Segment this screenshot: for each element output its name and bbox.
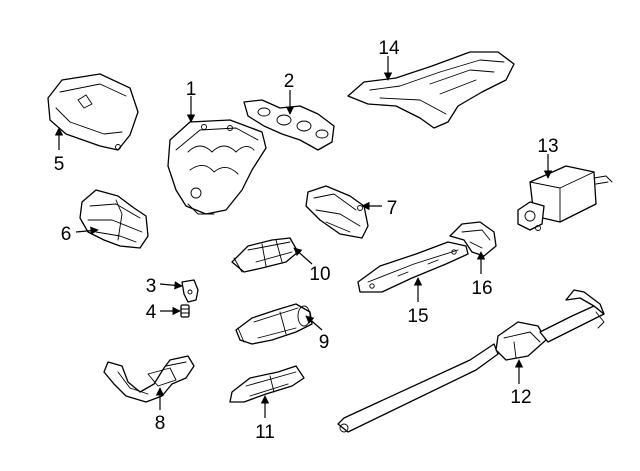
part-8-front-pipe — [103, 355, 195, 403]
part-2-manifold-gasket — [243, 99, 335, 151]
part-10-front-catalytic-converter — [231, 237, 299, 273]
part-3-bracket — [181, 279, 199, 303]
callout-5: 5 — [54, 154, 65, 175]
part-16-small-heat-shield — [449, 221, 497, 257]
part-15-heat-shield-bracket — [357, 241, 469, 293]
part-6-lower-heat-shield — [79, 189, 149, 249]
leader-lines — [54, 56, 553, 418]
part-7-converter-heat-shield — [305, 185, 369, 239]
part-13-muffler — [517, 165, 613, 231]
part-4-bolt — [180, 304, 190, 318]
callout-11: 11 — [255, 422, 275, 443]
part-9-rear-catalytic-converter — [235, 303, 313, 345]
part-1-exhaust-manifold — [167, 119, 267, 215]
leader-10 — [293, 247, 313, 265]
part-14-floor-heat-shield — [347, 51, 515, 129]
callout-labels: 1 2 3 4 5 6 7 8 9 10 11 12 13 14 15 16 — [54, 38, 559, 443]
leader-6 — [75, 226, 99, 235]
callout-10: 10 — [309, 264, 330, 285]
part-5-upper-heat-shield — [47, 73, 139, 151]
callout-13: 13 — [537, 136, 558, 157]
callout-14: 14 — [378, 38, 400, 59]
callout-4: 4 — [146, 302, 157, 323]
callout-6: 6 — [61, 224, 72, 245]
leader-9 — [305, 315, 323, 331]
part-11-lower-converter-shield — [229, 365, 305, 403]
part-12-mid-pipe-resonator — [337, 289, 605, 433]
leader-3 — [159, 281, 183, 290]
callout-7: 7 — [387, 198, 398, 219]
callout-3: 3 — [146, 276, 157, 297]
callout-8: 8 — [155, 413, 166, 434]
callout-1: 1 — [186, 79, 197, 100]
callout-16: 16 — [471, 278, 492, 299]
callout-15: 15 — [407, 306, 428, 327]
callout-9: 9 — [319, 332, 330, 353]
callout-12: 12 — [510, 387, 531, 408]
callout-2: 2 — [284, 71, 295, 92]
